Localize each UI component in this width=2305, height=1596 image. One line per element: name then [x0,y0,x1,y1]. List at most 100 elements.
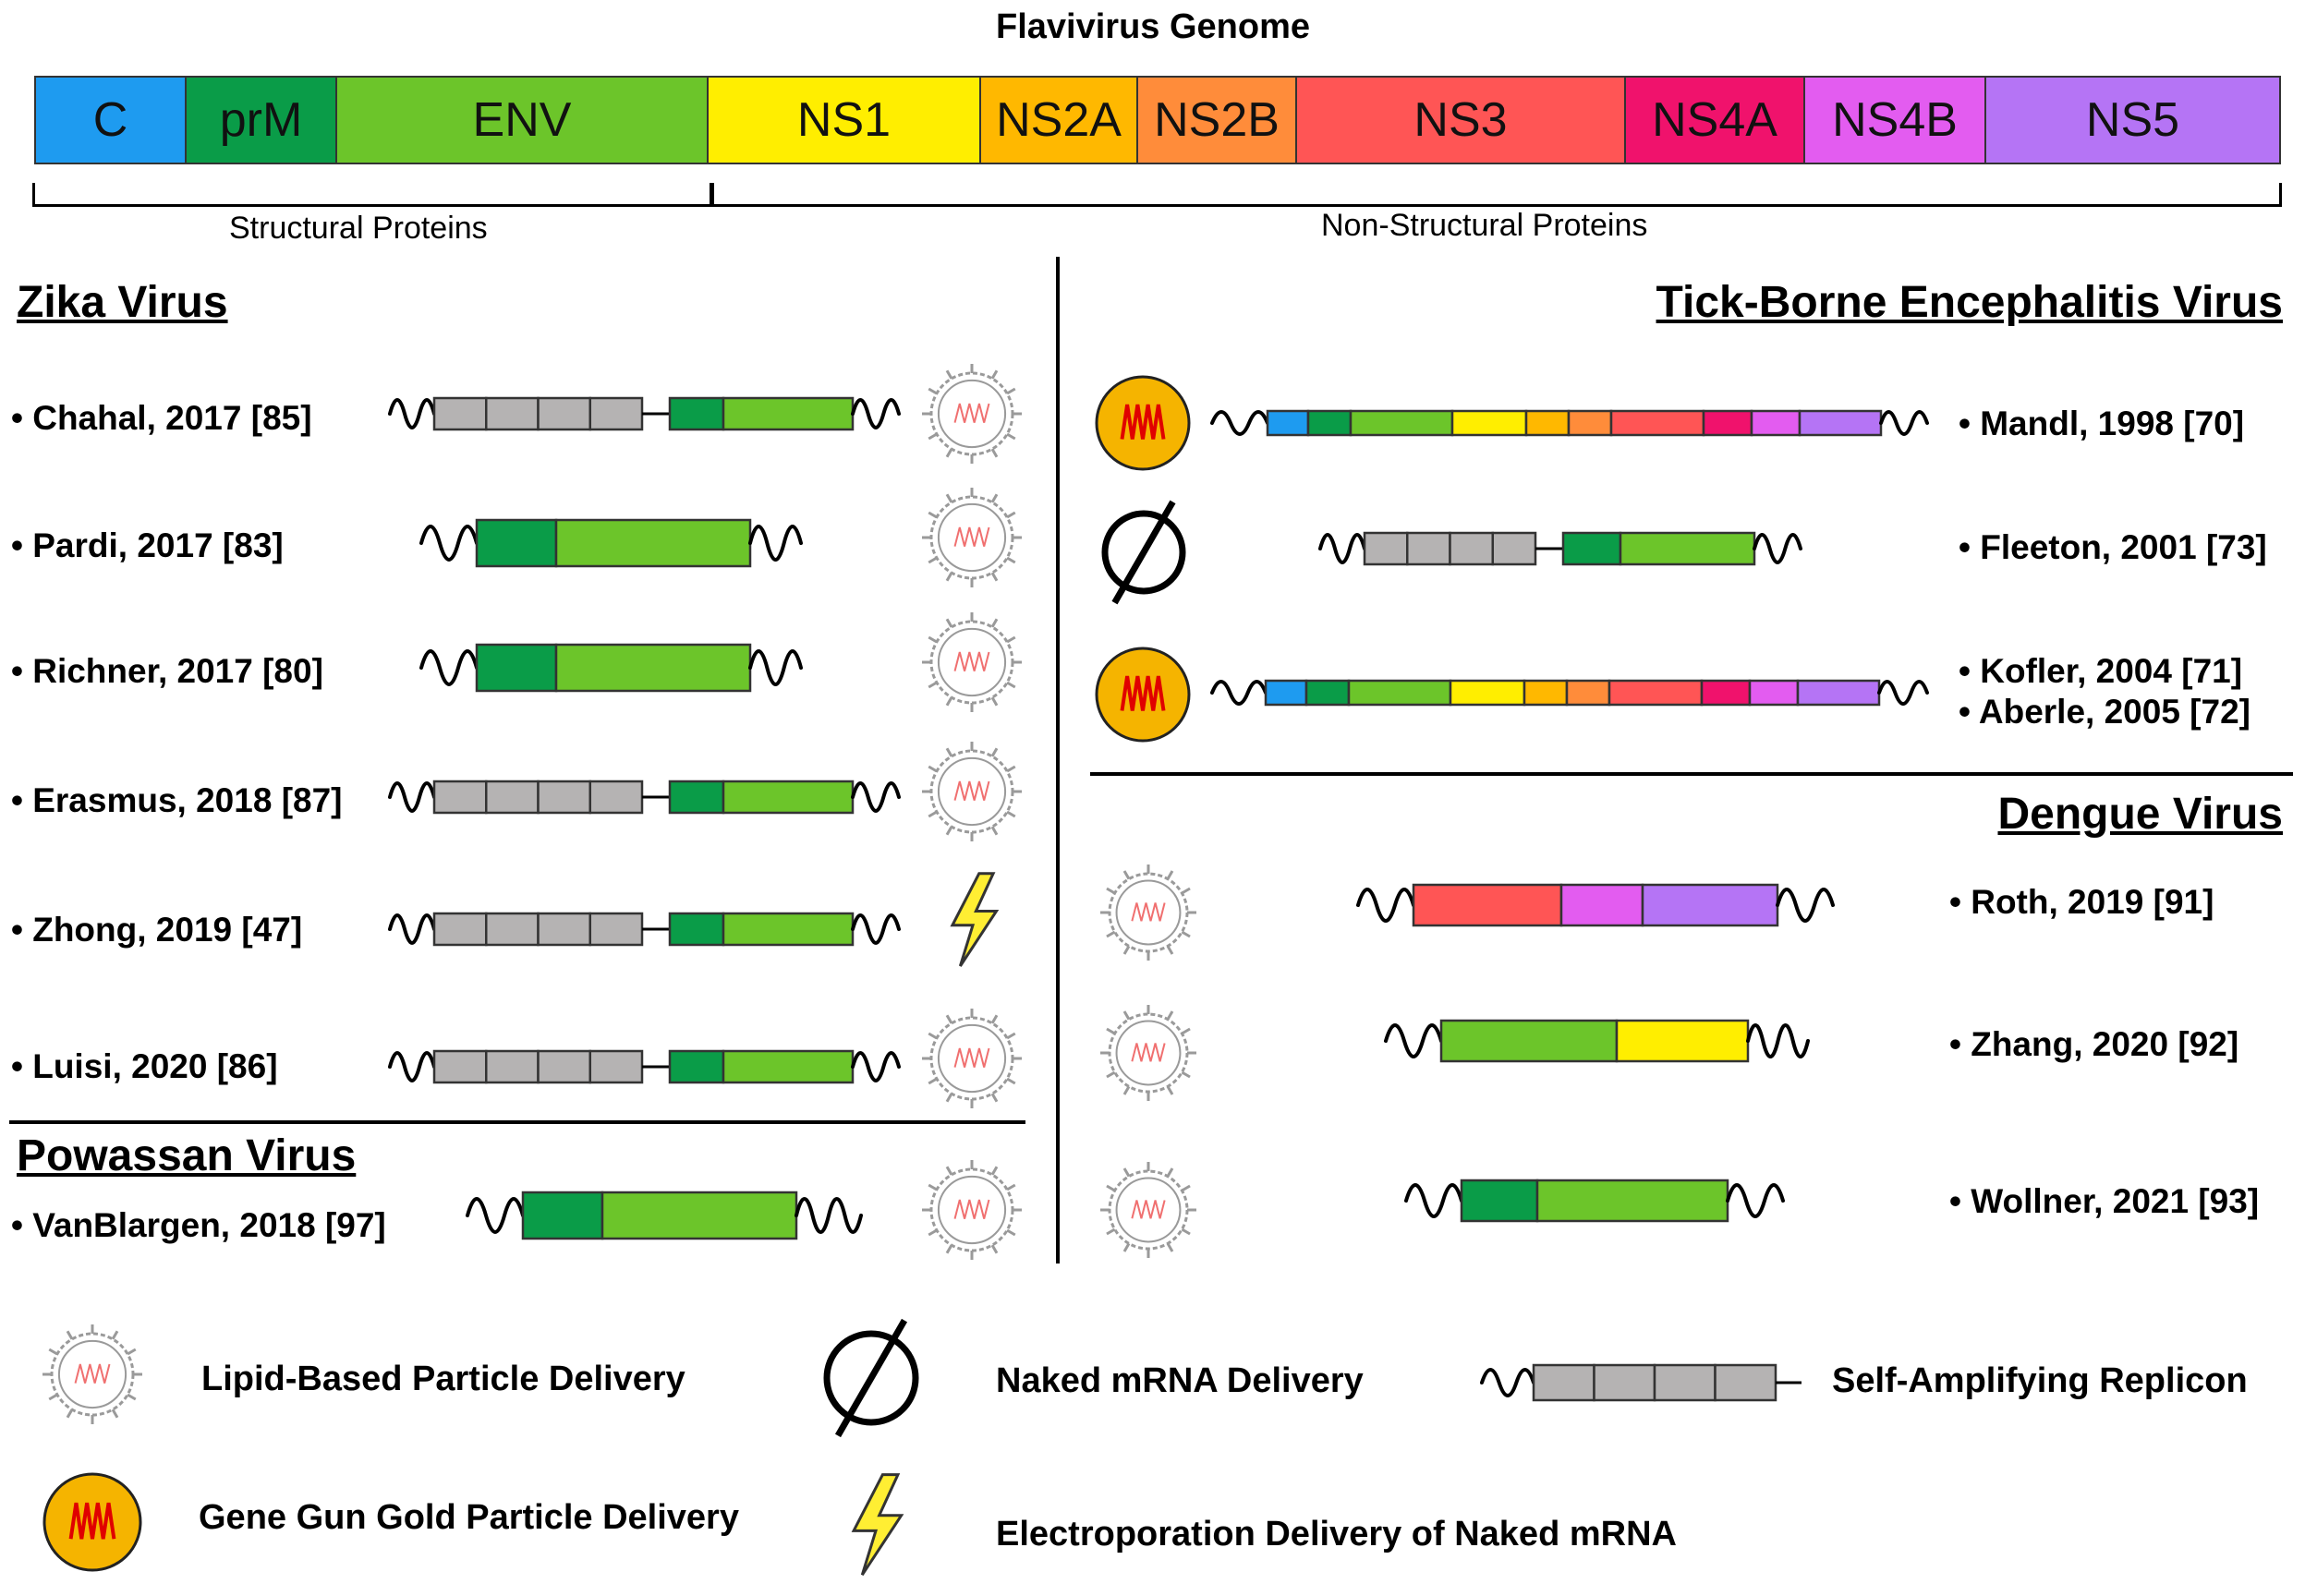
gold-particle-icon [1095,375,1191,471]
mrna-tail [748,649,803,686]
construct-wollner [1404,1179,1785,1223]
lipid-particle-icon [922,1009,1022,1108]
ref-chahal: • Chahal, 2017 [85] [11,399,312,437]
lipid-spike [1181,1070,1191,1079]
mrna-tail [388,1051,436,1082]
gene-ns4b [1748,679,1800,707]
lipid-spike [1006,1228,1016,1237]
genome-segment-ns4b: NS4B [1803,76,1986,164]
lipid-spike [945,747,953,757]
mrna-tail [1318,533,1366,564]
legend-lipid-particle-icon [42,1324,142,1424]
non-structural-bracket [711,183,2282,207]
lipid-spike [1106,1184,1116,1192]
lipid-spike [66,1330,74,1340]
gene-c [1266,409,1310,437]
mrna-tail [795,1197,863,1234]
gene-env [722,396,855,431]
gene-ns2a [1523,679,1569,707]
mrna-tail [1356,888,1415,923]
lipid-inner [937,627,1007,697]
lipid-spike [1166,945,1174,955]
lipid-spike [945,1166,953,1176]
structural-proteins-label: Structural Proteins [229,211,488,246]
genome-segment-ns2b: NS2B [1136,76,1297,164]
lipid-mrna [953,651,990,671]
lipid-spike [66,1409,74,1419]
lipid-spike [990,826,999,836]
replicon-cell [432,912,488,947]
gene-env [554,518,752,568]
construct-luisi [388,1049,901,1084]
lipid-spike [1166,1085,1174,1095]
lipid-spike [928,1228,938,1237]
gold-mrna [68,1502,116,1540]
replicon-cell [485,396,540,431]
lipid-inner [1115,879,1182,946]
replicon-cell [1449,531,1494,566]
lipid-particle-icon [922,488,1022,587]
gene-ns4b [1750,409,1802,437]
lipid-spike [990,1014,999,1024]
ref-wollner: • Wollner, 2021 [93] [1949,1182,2260,1220]
structural-bracket [32,183,712,207]
replicon-cell [1593,1363,1656,1402]
lipid-spike [990,448,999,458]
lipid-spike [990,1166,999,1176]
lipid-spike [990,1244,999,1254]
replicon-cell [537,1049,591,1084]
gene-env [722,1049,855,1084]
gene-env [1619,531,1756,566]
gold-particle [1095,375,1191,471]
mrna-tail [1480,1368,1535,1397]
gene-env [722,780,855,815]
construct-kofler-aberle [1210,679,1929,707]
lipid-spike [990,493,999,503]
lipid-mrna [953,1047,990,1068]
lipid-spike [1122,945,1131,955]
lipid-mrna [953,780,990,801]
zika-powassan-divider [9,1120,1025,1124]
lipid-spike [945,696,953,707]
genome-segment-prm: prM [185,76,337,164]
replicon-cell [588,1049,644,1084]
gene-ns2b [1567,409,1613,437]
powassan-virus-heading: Powassan Virus [17,1131,357,1180]
genome-segment-ns4a: NS4A [1624,76,1805,164]
lipid-spike [1106,930,1116,938]
replicon-cell [432,1049,488,1084]
lipid-spike [945,572,953,582]
legend-naked-mrna-icon [823,1318,919,1438]
mrna-tail [1753,533,1802,564]
lipid-mrna [953,403,990,423]
mrna-tail [1384,1023,1443,1058]
mrna-tail [748,525,803,562]
ref-vanblargen: • VanBlargen, 2018 [97] [11,1206,386,1244]
ref-luisi: • Luisi, 2020 [86] [11,1047,278,1085]
gene-ns2a [1524,409,1571,437]
legend-gold-particle-icon [42,1472,142,1572]
gold-particle-icon [1095,647,1191,743]
lipid-spike [945,448,953,458]
mrna-tail [1879,410,1929,436]
replicon-cell [1363,531,1409,566]
gene-ns4a [1700,679,1752,707]
mrna-tail [851,913,901,945]
gene-prm [1460,1179,1539,1223]
construct-roth [1356,883,1835,927]
lipid-spike [1006,432,1016,441]
gold-mrna [1120,404,1166,440]
lipid-inner [937,1175,1007,1245]
lipid-spike [928,635,938,644]
lipid-spike [1181,1227,1191,1236]
lipid-spike [945,826,953,836]
lipid-particle-icon [1100,1005,1196,1101]
mrna-tail [1726,1183,1785,1218]
lipid-particle-icon [922,742,1022,841]
gene-ns4a [1702,409,1753,437]
construct-zhang [1384,1019,1810,1063]
gene-prm [1561,531,1622,566]
lipid-spike [111,1409,119,1419]
gene-prm [1304,679,1351,707]
